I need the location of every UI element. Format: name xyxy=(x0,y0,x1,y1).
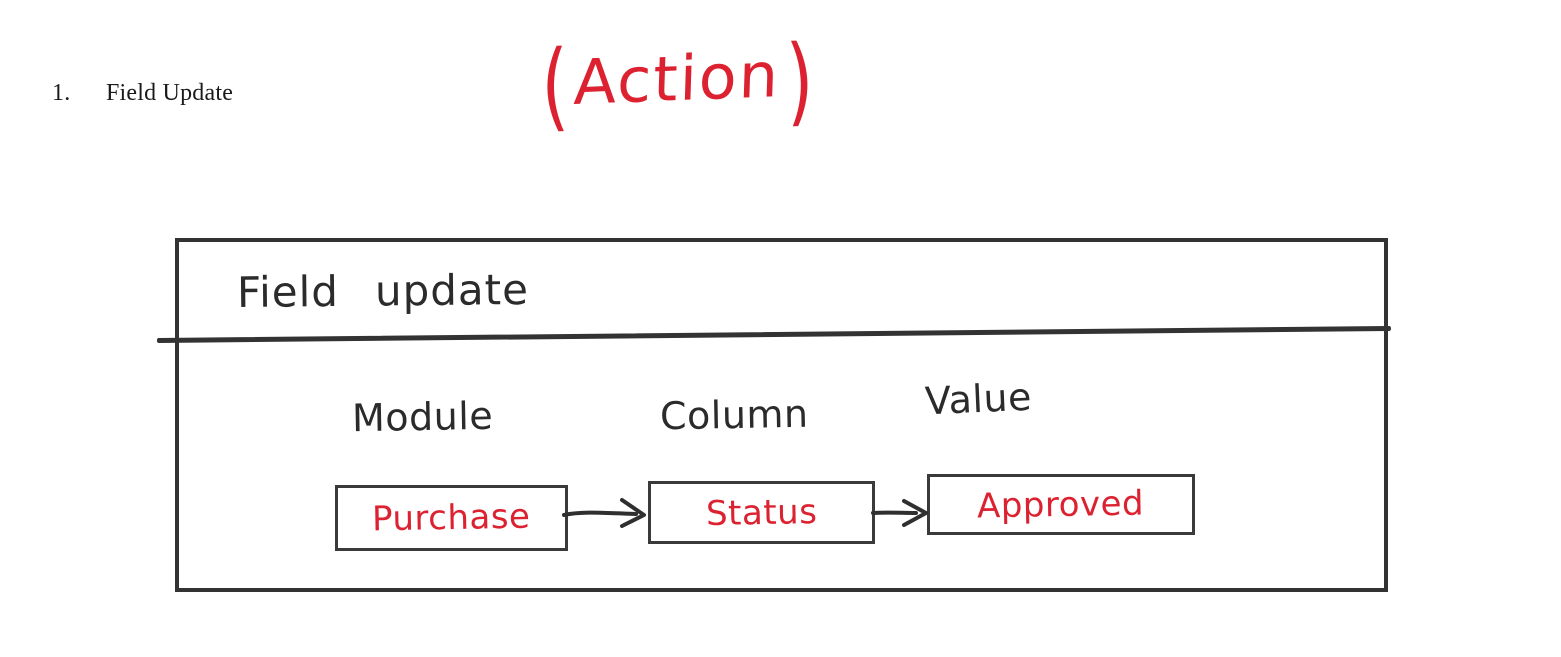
arrow-module-to-column-icon xyxy=(562,498,646,528)
frame-title: Field update xyxy=(236,265,529,317)
annotation-close-paren: ) xyxy=(784,24,815,137)
value-value-box[interactable]: Approved xyxy=(927,474,1195,535)
arrow-column-to-value-icon xyxy=(871,499,928,527)
value-value-text: Approved xyxy=(977,483,1145,526)
module-value-box[interactable]: Purchase xyxy=(335,485,568,551)
list-number: 1. xyxy=(52,80,71,106)
action-annotation: (Action) xyxy=(535,24,820,142)
module-value-text: Purchase xyxy=(371,496,532,540)
heading-text: Field Update xyxy=(106,80,234,106)
page-title: 1. Field Update xyxy=(52,80,233,107)
column-value-box[interactable]: Status xyxy=(648,481,875,544)
frame-title-word-2: update xyxy=(374,264,530,316)
column-label-module: Module xyxy=(351,393,494,441)
annotation-open-paren: ( xyxy=(540,29,571,142)
column-label-column: Column xyxy=(659,391,809,439)
annotation-label: Action xyxy=(573,38,782,120)
frame-title-word-1: Field xyxy=(236,266,340,317)
column-value-text: Status xyxy=(705,491,818,534)
column-label-value: Value xyxy=(924,374,1033,424)
